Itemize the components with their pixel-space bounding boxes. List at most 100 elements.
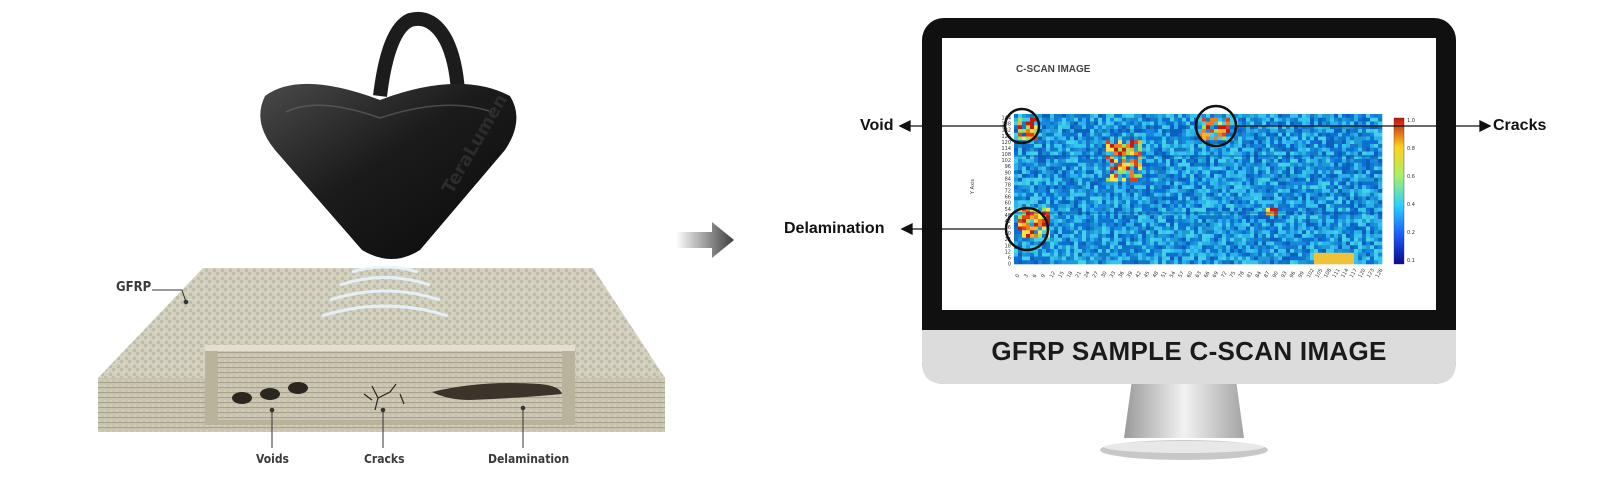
heatmap-cell <box>1178 177 1183 182</box>
heatmap-cell <box>1354 226 1359 231</box>
heatmap-cell <box>1314 241 1319 246</box>
heatmap-cell <box>1326 185 1331 190</box>
heatmap-cell <box>1202 129 1207 134</box>
heatmap-cell <box>1178 185 1183 190</box>
heatmap-cell <box>1330 204 1335 209</box>
heatmap-cell <box>1234 234 1239 239</box>
heatmap-cell <box>1286 245 1291 250</box>
heatmap-cell <box>1218 252 1223 257</box>
heatmap-cell <box>1290 222 1295 227</box>
heatmap-cell <box>1186 140 1191 145</box>
heatmap-cell <box>1270 189 1275 194</box>
heatmap-cell <box>1114 185 1119 190</box>
heatmap-cell <box>1334 200 1339 205</box>
heatmap-cell <box>1202 256 1207 261</box>
heatmap-cell <box>1106 181 1111 186</box>
heatmap-cell <box>1086 117 1091 122</box>
heatmap-cell <box>1198 185 1203 190</box>
heatmap-cell <box>1202 234 1207 239</box>
heatmap-cell <box>1202 136 1207 141</box>
heatmap-cell <box>1090 144 1095 149</box>
heatmap-cell <box>1014 117 1019 122</box>
heatmap-cell <box>1162 117 1167 122</box>
heatmap-cell <box>1222 177 1227 182</box>
heatmap-cell <box>1262 234 1267 239</box>
heatmap-cell <box>1206 121 1211 126</box>
heatmap-cell <box>1326 192 1331 197</box>
heatmap-cell <box>1186 230 1191 235</box>
heatmap-cell <box>1018 121 1023 126</box>
heatmap-cell <box>1338 252 1343 257</box>
heatmap-cell <box>1310 211 1315 216</box>
heatmap-cell <box>1306 117 1311 122</box>
heatmap-cell <box>1130 181 1135 186</box>
heatmap-cell <box>1114 166 1119 171</box>
heatmap-cell <box>1310 166 1315 171</box>
heatmap-cell <box>1034 155 1039 160</box>
heatmap-cell <box>1286 222 1291 227</box>
heatmap-cell <box>1110 144 1115 149</box>
heatmap-cell <box>1246 226 1251 231</box>
heatmap-cell <box>1374 132 1379 137</box>
heatmap-cell <box>1022 245 1027 250</box>
y-tick-label: 72 <box>1005 189 1011 195</box>
heatmap-cell <box>1322 151 1327 156</box>
heatmap-cell <box>1054 226 1059 231</box>
crack-lines <box>363 383 405 411</box>
heatmap-cell <box>1310 151 1315 156</box>
heatmap-cell <box>1230 196 1235 201</box>
heatmap-cell <box>1058 256 1063 261</box>
heatmap-cell <box>1138 147 1143 152</box>
heatmap-cell <box>1218 215 1223 220</box>
heatmap-cell <box>1150 219 1155 224</box>
heatmap-cell <box>1202 249 1207 254</box>
heatmap-cell <box>1286 256 1291 261</box>
heatmap-cell <box>1198 159 1203 164</box>
heatmap-cell <box>1206 219 1211 224</box>
heatmap-cell <box>1054 207 1059 212</box>
heatmap-cell <box>1254 219 1259 224</box>
heatmap-cell <box>1054 241 1059 246</box>
heatmap-cell <box>1026 125 1031 130</box>
heatmap-cell <box>1122 192 1127 197</box>
heatmap-cell <box>1362 226 1367 231</box>
heatmap-cell <box>1318 174 1323 179</box>
heatmap-cell <box>1306 125 1311 130</box>
heatmap-cell <box>1266 136 1271 141</box>
heatmap-cell <box>1338 189 1343 194</box>
heatmap-cell <box>1030 192 1035 197</box>
heatmap-cell <box>1258 170 1263 175</box>
heatmap-cell <box>1086 136 1091 141</box>
heatmap-cell <box>1062 260 1067 265</box>
heatmap-cell <box>1022 162 1027 167</box>
heatmap-cell <box>1306 162 1311 167</box>
heatmap-cell <box>1230 114 1235 119</box>
heatmap-cell <box>1026 121 1031 126</box>
heatmap-cell <box>1030 117 1035 122</box>
heatmap-cell <box>1022 114 1027 119</box>
heatmap-cell <box>1118 204 1123 209</box>
y-tick-label: 12 <box>1005 249 1011 255</box>
heatmap-cell <box>1030 211 1035 216</box>
heatmap-cell <box>1122 140 1127 145</box>
heatmap-cell <box>1050 155 1055 160</box>
heatmap-cell <box>1258 125 1263 130</box>
heatmap-cell <box>1070 200 1075 205</box>
heatmap-cell <box>1182 151 1187 156</box>
heatmap-cell <box>1078 162 1083 167</box>
heatmap-cell <box>1134 249 1139 254</box>
heatmap-cell <box>1146 219 1151 224</box>
heatmap-cell <box>1178 170 1183 175</box>
heatmap-cell <box>1358 249 1363 254</box>
heatmap-cell <box>1182 215 1187 220</box>
heatmap-cell <box>1142 114 1147 119</box>
heatmap-cell <box>1298 222 1303 227</box>
heatmap-cell <box>1198 204 1203 209</box>
heatmap-cell <box>1066 162 1071 167</box>
heatmap-cell <box>1258 162 1263 167</box>
heatmap-cell <box>1190 155 1195 160</box>
heatmap-cell <box>1326 147 1331 152</box>
heatmap-cell <box>1122 237 1127 242</box>
heatmap-cell <box>1074 219 1079 224</box>
heatmap-cell <box>1338 192 1343 197</box>
